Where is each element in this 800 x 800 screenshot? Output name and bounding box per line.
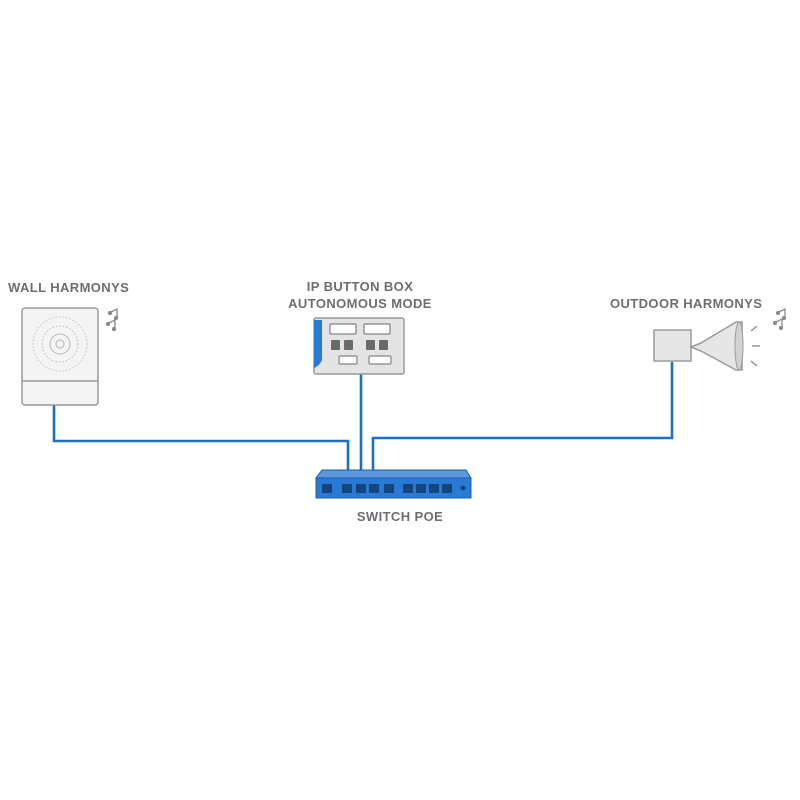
ip-button-box-label-line1: IP BUTTON BOX [306, 279, 414, 294]
cables [52, 362, 674, 482]
ip-button-box [313, 317, 405, 375]
music-notes-icon [105, 307, 119, 332]
switch-poe-label: SWITCH POE [356, 509, 444, 524]
poe-switch [315, 469, 472, 499]
cable-outdoor-to-switch [371, 362, 674, 482]
wall-harmonys-label: WALL HARMONYS [8, 280, 130, 295]
outdoor-harmonys-horn [653, 321, 744, 371]
wall-harmonys-speaker [21, 307, 99, 406]
cable-wall-to-switch [52, 404, 350, 482]
outdoor-harmonys-label: OUTDOOR HARMONYS [610, 296, 763, 311]
ip-button-box-label: IP BUTTON BOX AUTONOMOUS MODE [284, 278, 436, 312]
outdoor-music-notes-icon [772, 307, 787, 331]
ip-button-box-label-line2: AUTONOMOUS MODE [288, 296, 432, 311]
sound-waves-icon [750, 325, 760, 367]
